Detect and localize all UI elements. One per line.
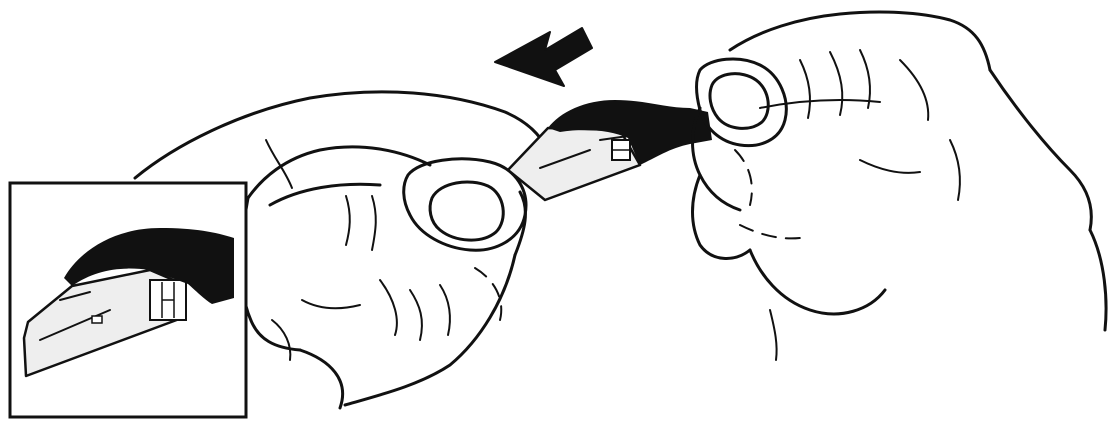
inset-detail-box — [10, 183, 246, 417]
right-hand — [693, 12, 1107, 360]
direction-arrow-icon — [495, 28, 592, 86]
